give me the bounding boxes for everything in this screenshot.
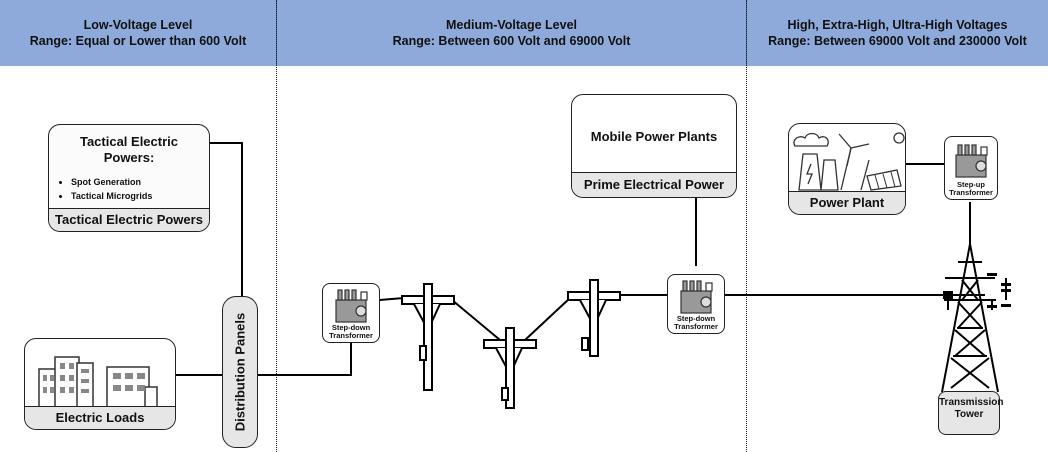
header-low-range: Range: Equal or Lower than 600 Volt bbox=[29, 34, 247, 48]
electric-loads-card: Electric Loads bbox=[24, 338, 176, 430]
step-down-2-label-line2: Transformer bbox=[674, 322, 718, 331]
buildings-icon bbox=[38, 356, 158, 408]
power-plant-icon bbox=[793, 132, 905, 191]
transmission-tower-icon bbox=[941, 243, 1007, 393]
transformer-icon-2 bbox=[680, 280, 713, 314]
connection-lines bbox=[176, 142, 985, 376]
header-low-voltage: Low-Voltage Level Range: Equal or Lower … bbox=[0, 0, 276, 66]
step-up-transformer: Step-up Transformer bbox=[944, 136, 998, 200]
header-medium-voltage: Medium-Voltage Level Range: Between 600 … bbox=[277, 0, 746, 66]
transformer-icon-1 bbox=[335, 289, 368, 323]
tower-insulators bbox=[943, 273, 1011, 308]
step-up-label: Step-up Transformer bbox=[945, 181, 997, 197]
tactical-footer: Tactical Electric Powers bbox=[49, 208, 209, 231]
electric-loads-footer: Electric Loads bbox=[25, 406, 175, 429]
tactical-title-line1: Tactical Electric bbox=[79, 134, 179, 149]
zone-divider-1 bbox=[276, 0, 277, 452]
header-high-title: High, Extra-High, Ultra-High Voltages bbox=[787, 18, 1008, 32]
header-medium-range: Range: Between 600 Volt and 69000 Volt bbox=[392, 34, 631, 48]
mobile-title: Mobile Power Plants bbox=[590, 129, 718, 144]
wire-pole2-pole3 bbox=[524, 297, 571, 341]
distribution-panels: Distribution Panels bbox=[222, 296, 258, 448]
step-down-transformer-2: Step-down Transformer bbox=[667, 274, 725, 334]
tactical-electric-powers-card: Tactical Electric Powers: Spot Generatio… bbox=[48, 124, 210, 232]
utility-pole-2 bbox=[483, 327, 537, 409]
transformer-icon-3 bbox=[955, 144, 988, 178]
step-down-2-label-line1: Step-down bbox=[676, 314, 716, 323]
mobile-footer: Prime Electrical Power bbox=[572, 172, 736, 197]
tower-label-line2: Tower bbox=[954, 409, 984, 420]
zone-divider-2 bbox=[746, 0, 747, 452]
header-medium-title: Medium-Voltage Level bbox=[445, 18, 578, 32]
power-plant-card: Power Plant bbox=[788, 123, 906, 215]
utility-pole-1 bbox=[401, 283, 455, 391]
header-high-range: Range: Between 69000 Volt and 230000 Vol… bbox=[768, 34, 1027, 48]
wire-pole1-pole2 bbox=[451, 299, 501, 341]
header-band bbox=[0, 0, 1048, 66]
step-down-1-label: Step-down Transformer bbox=[323, 324, 379, 340]
tactical-bullet-spot-generation: Spot Generation bbox=[71, 175, 209, 189]
wire-tactical-distribution bbox=[210, 142, 243, 296]
tactical-bullet-list: Spot Generation Tactical Microgrids bbox=[49, 175, 209, 203]
transmission-tower-label: Transmission Tower bbox=[938, 391, 1004, 435]
step-down-2-label: Step-down Transformer bbox=[668, 315, 724, 331]
step-down-1-label-line1: Step-down bbox=[331, 323, 371, 332]
step-up-label-line2: Transformer bbox=[949, 188, 993, 197]
tactical-title: Tactical Electric Powers: bbox=[49, 125, 209, 166]
step-up-label-line1: Step-up bbox=[957, 180, 985, 189]
step-down-transformer-1: Step-down Transformer bbox=[322, 283, 380, 343]
tactical-bullet-microgrids: Tactical Microgrids bbox=[71, 189, 209, 203]
distribution-panels-label: Distribution Panels bbox=[232, 312, 248, 432]
power-plant-footer: Power Plant bbox=[789, 191, 905, 214]
tactical-title-line2: Powers: bbox=[103, 150, 155, 165]
step-down-1-label-line2: Transformer bbox=[329, 331, 373, 340]
wire-distribution-stepdown bbox=[258, 342, 352, 376]
utility-pole-3 bbox=[567, 279, 621, 357]
header-high-voltage: High, Extra-High, Ultra-High Voltages Ra… bbox=[747, 0, 1048, 66]
tower-label-line1: Transmission bbox=[939, 397, 1004, 408]
header-low-title: Low-Voltage Level bbox=[83, 18, 193, 32]
power-plant-solar-lines bbox=[874, 171, 896, 190]
mobile-power-plants-card: Mobile Power Plants Prime Electrical Pow… bbox=[571, 94, 737, 198]
wire-stepdown-pole1 bbox=[379, 297, 405, 301]
